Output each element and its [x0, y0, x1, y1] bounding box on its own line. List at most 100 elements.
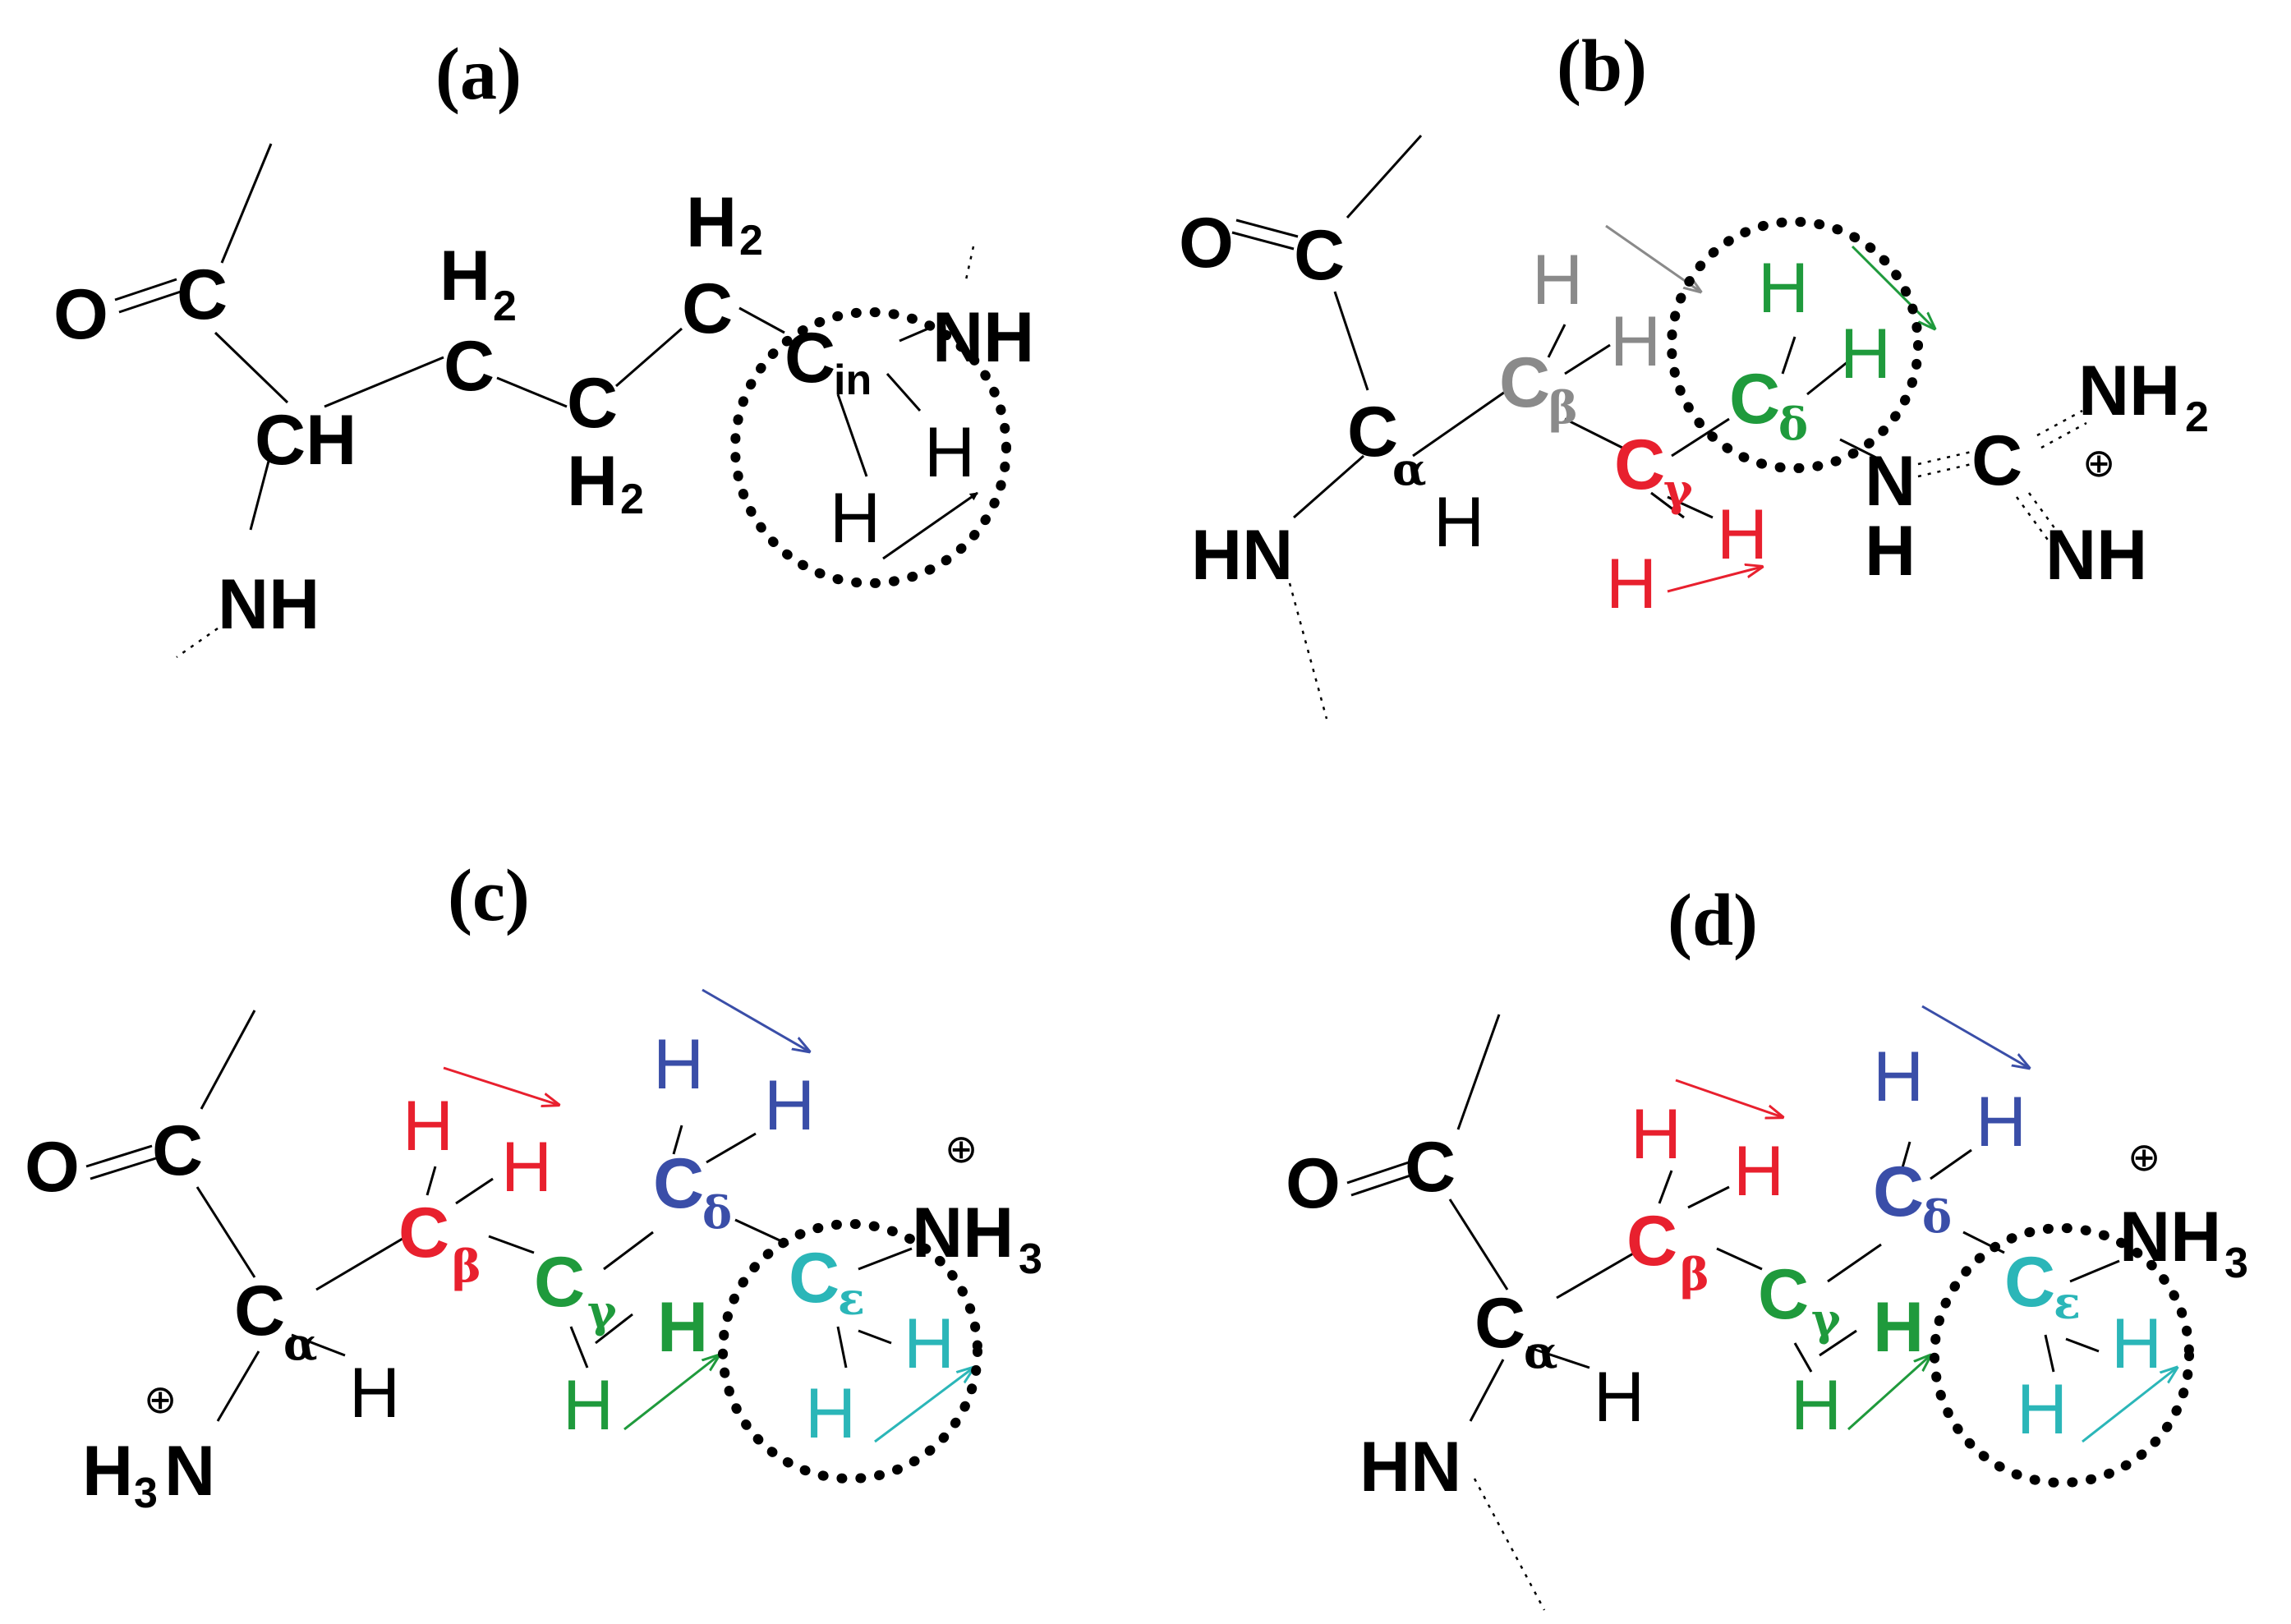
bond	[1556, 1251, 1635, 1300]
bond	[249, 451, 273, 531]
atom-NH3: NH	[2119, 1198, 2221, 1277]
atom-H: H	[657, 1288, 708, 1367]
atom-O: O	[53, 275, 108, 354]
bond	[899, 327, 929, 343]
bond	[595, 1313, 633, 1345]
highlight-circle	[730, 307, 1011, 588]
bond	[2065, 1337, 2100, 1353]
subscript-2: 2	[2185, 393, 2209, 441]
atom-C-gamma: C	[1614, 426, 1665, 504]
atom-C: C	[444, 327, 495, 406]
panel-d-label: (d)	[1668, 880, 1758, 961]
bond	[1781, 336, 1796, 375]
partial-bond	[1917, 462, 1972, 478]
atom-NH2: NH	[2078, 352, 2180, 430]
subscript-epsilon: ε	[2054, 1277, 2081, 1329]
atom-H: H	[563, 1366, 614, 1445]
arrow-gamma	[1667, 567, 1762, 593]
atom-HN: HN	[1191, 516, 1293, 595]
atom-H: H	[1594, 1358, 1645, 1437]
atom-H: H	[1873, 1037, 1924, 1116]
panel-c-label: (c)	[448, 855, 530, 936]
atom-H: H	[1791, 1366, 1842, 1445]
bond	[291, 1333, 346, 1357]
atom-C-alpha: C	[234, 1272, 285, 1350]
atom-O: O	[1286, 1144, 1341, 1223]
bond	[1671, 417, 1730, 458]
atom-C-gamma: C	[1758, 1255, 1809, 1334]
atom-NH: NH	[2045, 516, 2147, 595]
bond	[1448, 1198, 1509, 1290]
atom-NH: NH	[218, 565, 320, 644]
bond	[2069, 1259, 2120, 1283]
atom-H: H	[904, 1304, 955, 1383]
backbone-dash	[1473, 1478, 1546, 1611]
arrow-epsilon	[874, 1368, 973, 1443]
bond	[216, 1350, 260, 1422]
arrow-beta	[443, 1066, 559, 1105]
bond	[1564, 417, 1623, 449]
positive-charge-icon: ⊕	[2082, 440, 2115, 486]
panel-b-label: (b)	[1557, 25, 1647, 107]
atom-C-guanidinium: C	[1971, 421, 2022, 500]
bond	[1827, 1243, 1882, 1283]
arrow-beta	[1675, 1079, 1783, 1117]
bond	[1564, 343, 1611, 375]
atom-H: H	[1717, 495, 1768, 574]
panel-b: (b) O C C α H HN C β H H C	[1179, 25, 2209, 720]
panel-c: (c) O C C α H H 3 N ⊕ C β H H	[25, 855, 1042, 1517]
atom-H3N-H: H	[82, 1432, 133, 1511]
bond	[1667, 495, 1714, 519]
double-bond-line	[118, 290, 182, 314]
atom-C-gamma: C	[534, 1243, 585, 1322]
atom-H: H	[2111, 1304, 2162, 1383]
bond	[2044, 1334, 2055, 1373]
backbone-dash	[1288, 582, 1328, 720]
subscript-alpha: α	[1524, 1326, 1558, 1378]
subscript-epsilon: ε	[838, 1272, 865, 1325]
atom-H: H	[501, 1128, 552, 1207]
bond	[672, 1125, 683, 1155]
bond	[1658, 1170, 1673, 1204]
atom-HN: HN	[1359, 1428, 1461, 1507]
atom-H: H	[403, 1087, 453, 1166]
bond	[615, 327, 683, 388]
bond	[1333, 291, 1369, 391]
atom-C-beta: C	[1626, 1202, 1677, 1281]
bond	[1819, 1329, 1857, 1357]
bond	[738, 306, 785, 334]
double-bond-line	[90, 1157, 157, 1180]
bond	[1469, 1359, 1505, 1422]
atom-H: H	[1758, 249, 1809, 328]
backbone-dash	[964, 246, 975, 284]
subscript-alpha: α	[1392, 443, 1427, 495]
double-bond-line	[1235, 219, 1299, 238]
partial-bond	[2015, 496, 2051, 543]
atom-CH: CH	[255, 401, 357, 480]
double-bond-line	[1231, 231, 1295, 251]
subscript-gamma: γ	[1663, 463, 1693, 516]
double-bond-line	[1346, 1161, 1410, 1185]
atom-C-alpha: C	[1474, 1284, 1525, 1363]
bond	[496, 376, 568, 408]
atom-H: H	[1976, 1083, 2026, 1162]
subscript-gamma: γ	[587, 1285, 617, 1337]
subscript-beta: β	[1680, 1248, 1709, 1300]
bond	[1839, 438, 1882, 462]
atom-H: H	[1532, 241, 1583, 320]
bond	[324, 356, 444, 408]
bond	[1650, 491, 1685, 519]
subscript-beta: β	[1548, 381, 1578, 434]
atom-C-beta: C	[398, 1194, 449, 1272]
atom-H: H	[1433, 483, 1484, 562]
atom-C-epsilon: C	[2004, 1243, 2055, 1322]
atom-H: H	[1873, 1288, 1924, 1367]
subscript-2: 2	[620, 476, 644, 523]
atom-H: H	[1865, 512, 1916, 591]
bond	[214, 331, 289, 404]
arrow	[882, 491, 978, 560]
atom-NH3: NH	[912, 1194, 1014, 1272]
atom-C-alpha: C	[1347, 393, 1398, 472]
bond	[603, 1231, 654, 1271]
